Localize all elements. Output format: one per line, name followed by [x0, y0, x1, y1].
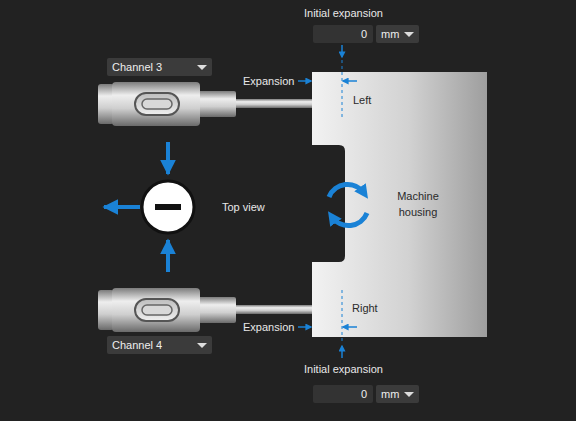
number-input: 0 — [313, 385, 373, 403]
input-value: 0 — [361, 387, 367, 401]
sensor-probe — [98, 82, 312, 126]
dropdown-value: Channel 4 — [112, 338, 162, 352]
housing-outline — [312, 72, 487, 337]
dropdown-value: mm — [381, 387, 399, 401]
dropdown-box: mm — [376, 385, 419, 403]
dropdown-box: mm — [376, 25, 419, 43]
side-label: Right — [352, 300, 392, 316]
dropdown-caret — [404, 32, 414, 38]
view-label: Top view — [222, 200, 265, 214]
field-label: Initial expansion — [304, 6, 383, 20]
dropdown-value: mm — [381, 27, 399, 41]
dimension-label: Expansion — [243, 320, 294, 334]
field-label: Initial expansion — [304, 362, 383, 376]
dimension-label: Expansion — [243, 74, 294, 88]
housing-name: Machine housing — [383, 188, 453, 220]
dropdown-value: Channel 3 — [112, 60, 162, 74]
machine-housing: LeftMachine housingRight — [312, 72, 487, 337]
dropdown-caret — [197, 343, 207, 349]
side-label: Left — [353, 92, 393, 108]
input-value: 0 — [361, 27, 367, 41]
dropdown-caret — [197, 65, 207, 71]
number-input: 0 — [313, 25, 373, 43]
differential-symbol — [104, 142, 194, 272]
dropdown-caret — [404, 392, 414, 398]
dropdown-box: Channel 4 — [107, 336, 212, 354]
dropdown-box: Channel 3 — [107, 58, 212, 76]
